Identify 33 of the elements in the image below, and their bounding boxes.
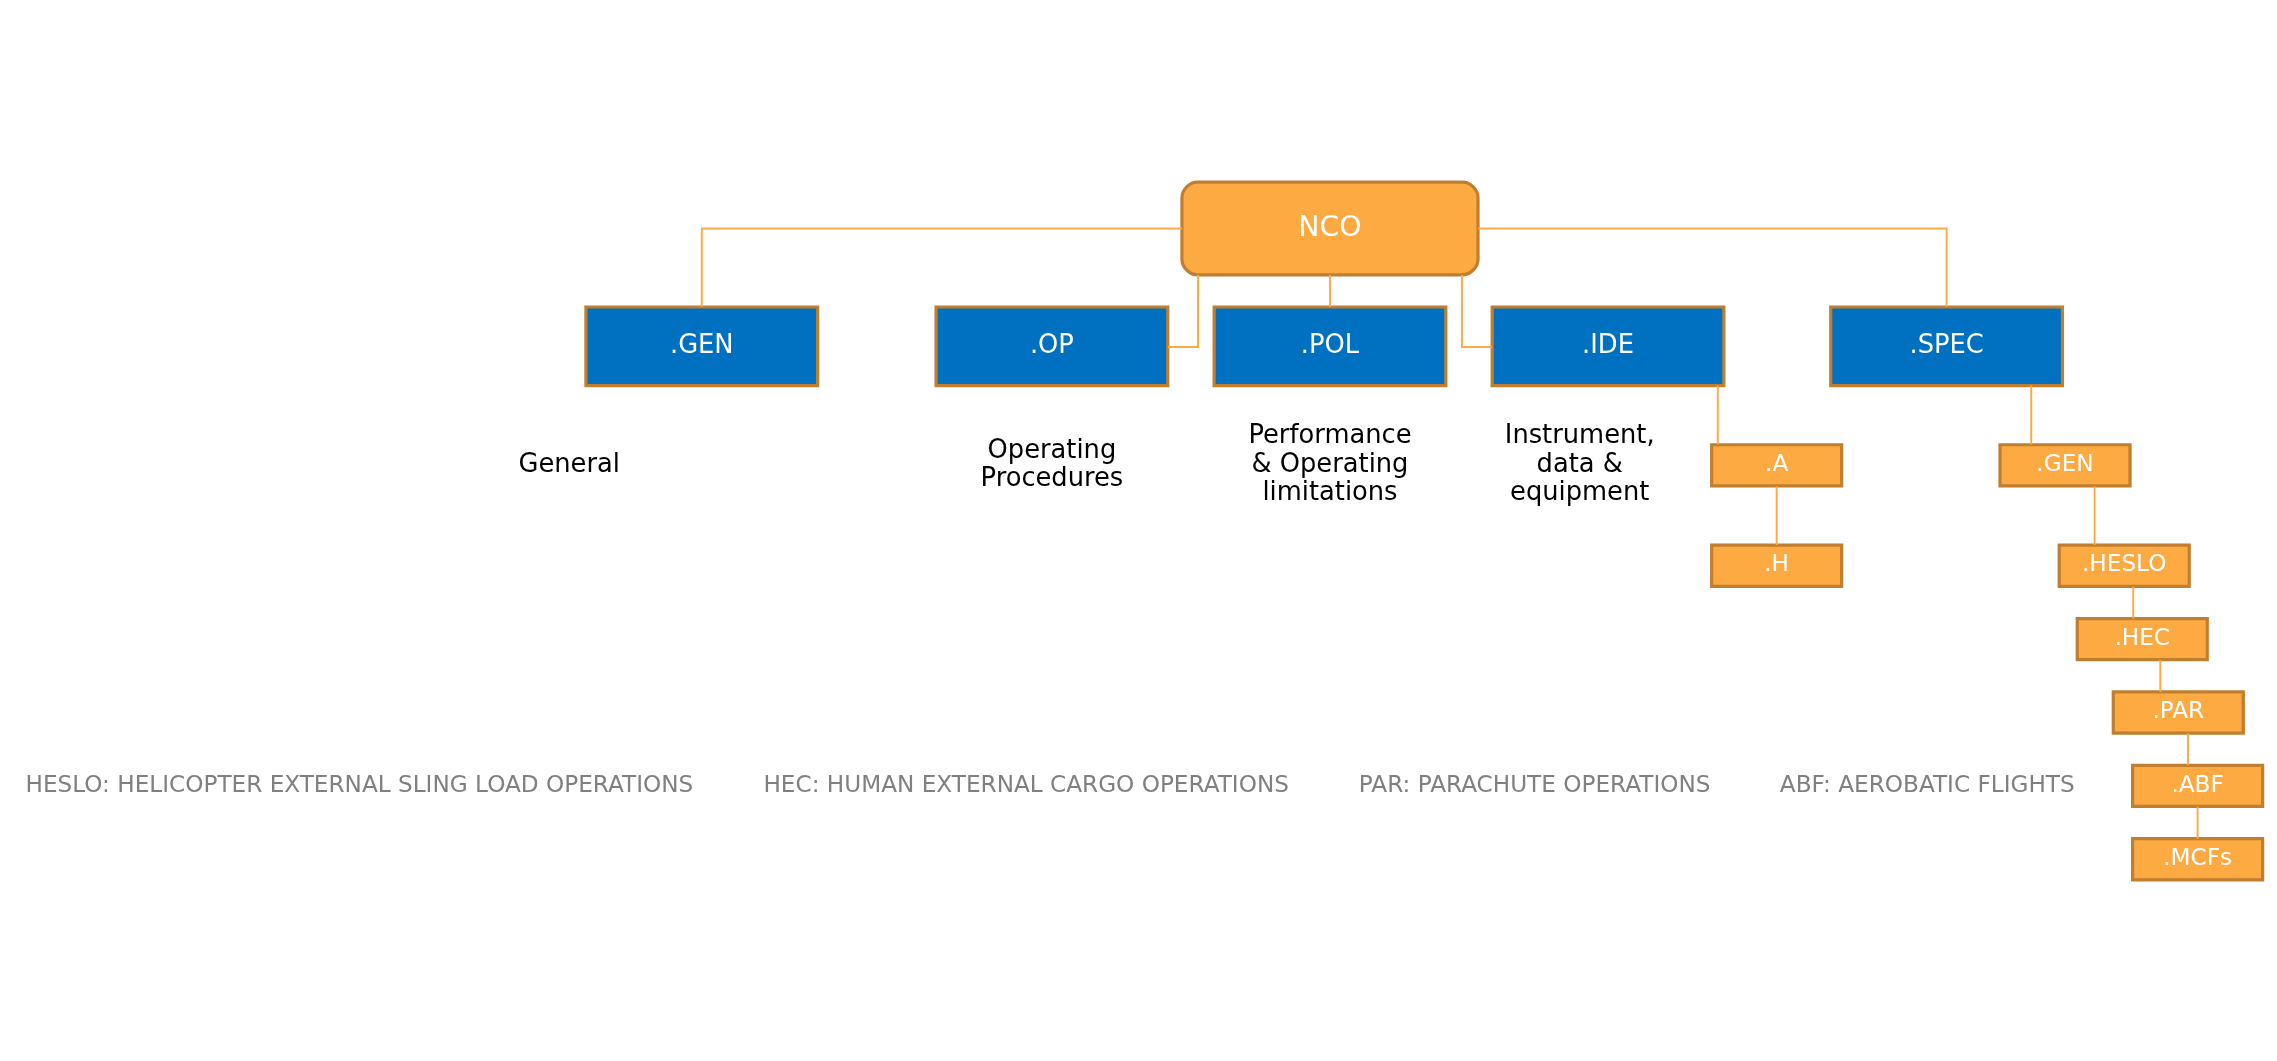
node-box: .A xyxy=(1710,442,1844,488)
connector xyxy=(2196,805,2199,840)
node-box: .H xyxy=(1710,543,1844,588)
node-box: .GEN xyxy=(584,304,820,387)
connector xyxy=(1477,227,1948,308)
connector xyxy=(700,227,1183,308)
connector xyxy=(2030,384,2033,445)
label: HEC: HUMAN EXTERNAL CARGO OPERATIONS xyxy=(763,769,1289,797)
node-box: .GEN xyxy=(1998,442,2132,488)
node-box: .IDE xyxy=(1490,304,1726,387)
label: PAR: PARACHUTE OPERATIONS xyxy=(1358,769,1711,797)
node-box: .ABF xyxy=(2131,763,2265,808)
node-label: General xyxy=(518,447,620,478)
node-box: .HESLO xyxy=(2057,543,2191,588)
label: HESLO: HELICOPTER EXTERNAL SLING LOAD OPERATIONS xyxy=(25,769,694,797)
connector xyxy=(1716,384,1719,445)
node-box: .MCFs xyxy=(2131,836,2265,881)
connector xyxy=(1775,484,1778,546)
node-box: .PAR xyxy=(2111,689,2245,735)
node-box: NCO xyxy=(1180,180,1480,276)
node-box: .SPEC xyxy=(1829,304,2065,387)
connector xyxy=(2187,731,2189,766)
node-label: Operating Procedures xyxy=(980,433,1124,492)
node-box: .HEC xyxy=(2075,616,2209,661)
connector xyxy=(2093,484,2096,546)
node-box: .OP xyxy=(934,304,1170,387)
connector xyxy=(2132,585,2135,619)
connector xyxy=(2159,658,2162,693)
node-label: Performance & Operating limitations xyxy=(1248,418,1412,506)
node-label: Instrument, data & equipment xyxy=(1504,418,1655,506)
node-box: .POL xyxy=(1212,304,1448,387)
label: ABF: AEROBATIC FLIGHTS xyxy=(1779,769,2075,797)
connector xyxy=(1329,273,1331,308)
